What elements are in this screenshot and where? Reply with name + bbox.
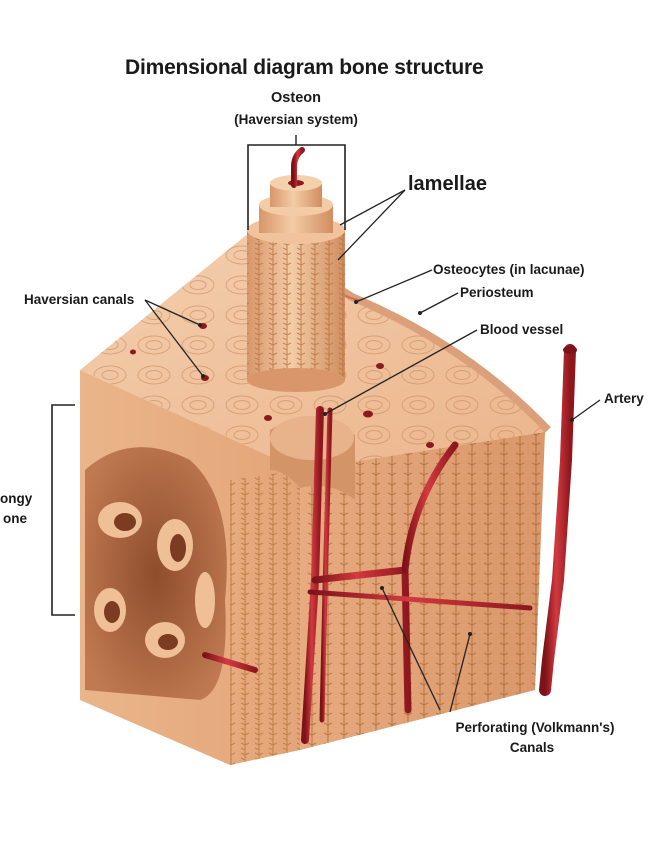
haversian-canal-dots — [130, 323, 434, 448]
label-perforating-canals-1: Perforating (Volkmann's) — [455, 720, 615, 735]
label-spongy-bone-1: ongy — [0, 491, 33, 506]
spongy-bracket — [51, 404, 75, 616]
leader-lines — [144, 189, 601, 713]
artery-vessel — [539, 344, 576, 696]
label-blood-vessel: Blood vessel — [480, 322, 564, 337]
label-haversian-canals: Haversian canals — [24, 292, 135, 307]
periosteum-rim — [247, 228, 551, 433]
blood-vessels — [202, 406, 533, 744]
label-osteocytes: Osteocytes (in lacunae) — [433, 262, 585, 277]
label-haversian-system: (Haversian system) — [234, 112, 358, 127]
label-lamellae: lamellae — [408, 173, 487, 195]
label-perforating-canals-2: Canals — [509, 740, 555, 755]
label-artery: Artery — [604, 391, 644, 406]
label-periosteum: Periosteum — [460, 285, 534, 300]
label-spongy-bone-2: one — [3, 511, 28, 526]
osteon-vessel — [291, 147, 305, 188]
diagram-title: Dimensional diagram bone structure — [125, 56, 484, 79]
label-osteon: Osteon — [271, 90, 321, 106]
osteon-cylinder — [247, 175, 345, 392]
